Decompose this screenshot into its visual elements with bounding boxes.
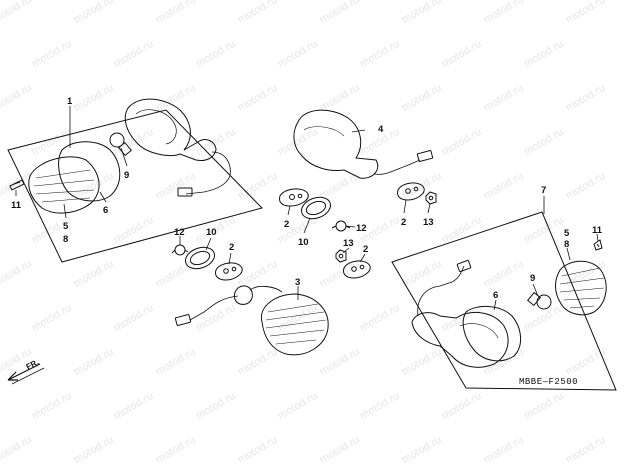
callout-1: 1 (67, 96, 73, 107)
callout-right-8: 8 (564, 239, 569, 250)
left-housing (124, 98, 231, 197)
callout-left-5: 5 (63, 221, 69, 232)
low-part-2b (343, 260, 371, 279)
callout-4: 4 (378, 124, 384, 135)
left-gasket (58, 141, 121, 202)
mid-part-13a (425, 191, 437, 205)
right-gasket (462, 306, 521, 362)
callout-low-12: 12 (174, 227, 185, 238)
callout-mid-13a: 13 (423, 217, 434, 228)
right-housing (411, 259, 509, 368)
callout-low-2a: 2 (229, 242, 234, 253)
callout-3: 3 (295, 277, 300, 288)
callout-low-2b: 2 (363, 244, 368, 255)
right-bulb (527, 291, 552, 310)
callout-mid-12: 12 (356, 223, 367, 234)
diagram-code: MBBE—F2500 (519, 377, 579, 387)
leader-lines (15, 106, 599, 311)
left-lens (28, 156, 100, 214)
callout-7: 7 (541, 185, 546, 196)
mid-part-10a (300, 196, 332, 220)
callout-left-6: 6 (103, 205, 108, 216)
callouts: 1 4 7 3 9 11 6 5 8 2 10 12 2 13 12 10 2 … (11, 96, 603, 301)
low-part-13 (335, 249, 347, 263)
callout-right-9: 9 (530, 273, 535, 284)
right-screw (593, 239, 603, 251)
callout-left-9: 9 (124, 170, 129, 181)
low-part-12 (171, 244, 189, 256)
callout-mid-2b: 2 (401, 217, 406, 228)
callout-right-11: 11 (592, 225, 603, 236)
left-screw (9, 179, 25, 191)
callout-low-13: 13 (343, 238, 354, 249)
mid-part-2a (279, 188, 309, 207)
low-part-10 (184, 246, 216, 270)
right-lens (555, 260, 607, 316)
callout-right-5: 5 (564, 228, 570, 239)
front-lamp-4 (293, 109, 434, 179)
callout-low-10: 10 (206, 227, 217, 238)
callout-left-11: 11 (11, 200, 22, 211)
callout-mid-10a: 10 (298, 237, 309, 248)
front-direction-arrow (7, 363, 45, 385)
front-lamp-3 (174, 285, 329, 356)
low-part-2a (215, 262, 243, 281)
mid-part-2b (397, 182, 425, 201)
callout-left-8: 8 (63, 234, 68, 245)
callout-mid-2a: 2 (284, 219, 289, 230)
callout-right-6: 6 (493, 290, 498, 301)
left-bulb (109, 132, 132, 157)
right-assembly-frame (391, 211, 617, 391)
left-assembly-frame (7, 109, 263, 263)
